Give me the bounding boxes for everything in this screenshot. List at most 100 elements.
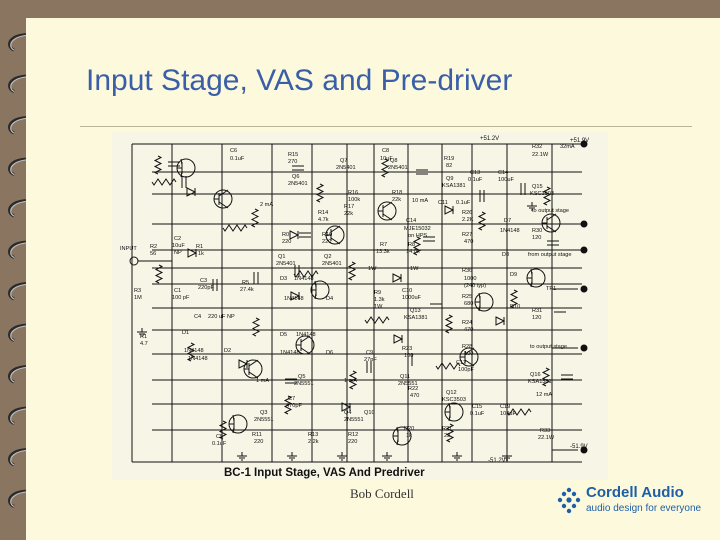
component-label: 470: [464, 327, 473, 333]
rail-label: -51.9V: [570, 444, 588, 450]
component-label: 220pF: [198, 285, 214, 291]
component-label: Q13: [410, 308, 421, 314]
component-label: D6: [326, 350, 333, 356]
component-label: MJE15032: [404, 226, 431, 232]
component-label: 1W: [368, 266, 377, 272]
component-label: 220: [254, 439, 263, 445]
component-label: R25: [462, 294, 472, 300]
component-label: 1N4148: [294, 276, 314, 282]
component-label: Q9: [446, 176, 453, 182]
component-label: 10uF: [172, 243, 185, 249]
component-label: R30: [532, 228, 542, 234]
component-label: R10: [322, 232, 332, 238]
component-label: 22k: [344, 211, 353, 217]
component-label: 2N5551: [398, 381, 418, 387]
component-label: 1N4148: [280, 350, 300, 356]
schematic-wires: [129, 140, 588, 463]
component-label: R24: [462, 320, 472, 326]
rail-label: +51.9V: [570, 138, 589, 144]
component-label: 100: [464, 351, 473, 357]
component-label: 680: [464, 301, 473, 307]
cordell-audio-logo: Cordell Audio audio design for everyone: [556, 484, 706, 518]
component-label: R3: [134, 288, 141, 294]
component-label: 1N4148: [284, 296, 304, 302]
component-label: R5: [242, 280, 249, 286]
component-label: 2.2K: [462, 217, 474, 223]
component-label: C9: [366, 350, 373, 356]
component-label: 2.2k: [308, 439, 319, 445]
component-label: R18: [392, 190, 402, 196]
component-label: 270: [288, 159, 297, 165]
component-label: R9: [374, 290, 381, 296]
component-label: C8: [382, 148, 389, 154]
component-label: 220: [282, 239, 291, 245]
component-label: 2N5401: [322, 261, 342, 267]
component-label: 2N5401: [336, 165, 356, 171]
component-label: R12: [348, 432, 358, 438]
component-label: KSA1381: [528, 379, 552, 385]
component-label: 120: [532, 235, 541, 241]
component-label: C14: [406, 218, 416, 224]
component-label: 100uF: [500, 411, 516, 417]
slide-title: Input Stage, VAS and Pre-driver: [86, 64, 513, 97]
component-label: R16: [348, 190, 358, 196]
component-label: R31: [532, 308, 542, 314]
component-label: 0.1uF: [230, 156, 245, 162]
component-label: R1: [140, 334, 147, 340]
component-label: C11: [438, 200, 448, 206]
component-label: NP: [174, 250, 182, 256]
logo-name: Cordell Audio: [586, 484, 684, 501]
component-label: D2: [224, 348, 231, 354]
component-label: 0.1uF: [468, 177, 483, 183]
component-label: Q3: [260, 410, 267, 416]
component-label: 10uF: [380, 156, 393, 162]
component-label: Q7: [340, 158, 347, 164]
component-label: 27.4k: [240, 287, 254, 293]
component-label: C19: [500, 404, 510, 410]
component-label: 1N4148: [188, 356, 208, 362]
component-label: D5: [280, 332, 287, 338]
component-label: 2N5401: [388, 165, 408, 171]
component-label: 22: [444, 433, 450, 439]
rail-label: +51.2V: [480, 136, 499, 142]
component-label: 470: [464, 239, 473, 245]
component-label: 2N5551: [254, 417, 274, 423]
component-label: 32mA: [560, 144, 575, 150]
component-label: 1N4148: [296, 332, 316, 338]
component-label: R23: [402, 346, 412, 352]
component-label: C5: [216, 434, 223, 440]
schematic-caption: BC-1 Input Stage, VAS And Predriver: [224, 467, 425, 479]
component-label: C12: [456, 360, 466, 366]
component-label: Q8: [390, 158, 397, 164]
component-label: R36: [462, 268, 472, 274]
component-label: KSC3503: [442, 397, 466, 403]
component-label: 4.7: [140, 341, 148, 347]
logo-tagline: audio design for everyone: [586, 503, 702, 514]
component-label: 2 mA: [260, 202, 273, 208]
component-label: (240 typ): [464, 283, 486, 289]
component-label: 1.3k: [374, 297, 385, 303]
component-label: R22: [408, 386, 418, 392]
component-label: 4.7k: [318, 217, 329, 223]
component-label: 1k: [406, 433, 412, 439]
component-label: Q2: [324, 254, 331, 260]
component-label: 1M: [134, 295, 142, 301]
component-label: C6: [230, 148, 237, 154]
component-label: 12 mA: [536, 392, 552, 398]
component-label: on HPS: [408, 233, 428, 239]
component-label: 56: [150, 251, 156, 257]
component-label: Q15: [532, 184, 543, 190]
component-label: Q16: [530, 372, 541, 378]
component-label: 1000uF: [402, 295, 422, 301]
component-label: R20: [404, 426, 414, 432]
component-label: 1W: [410, 266, 419, 272]
component-label: 14.0k: [406, 249, 420, 255]
component-label: to output stage: [532, 208, 569, 214]
logo-mark-icon: [557, 487, 581, 514]
component-label: Q4: [344, 410, 351, 416]
component-label: R32: [532, 144, 542, 150]
component-label: R1: [196, 244, 203, 250]
component-label: 0.1uF: [212, 441, 227, 447]
